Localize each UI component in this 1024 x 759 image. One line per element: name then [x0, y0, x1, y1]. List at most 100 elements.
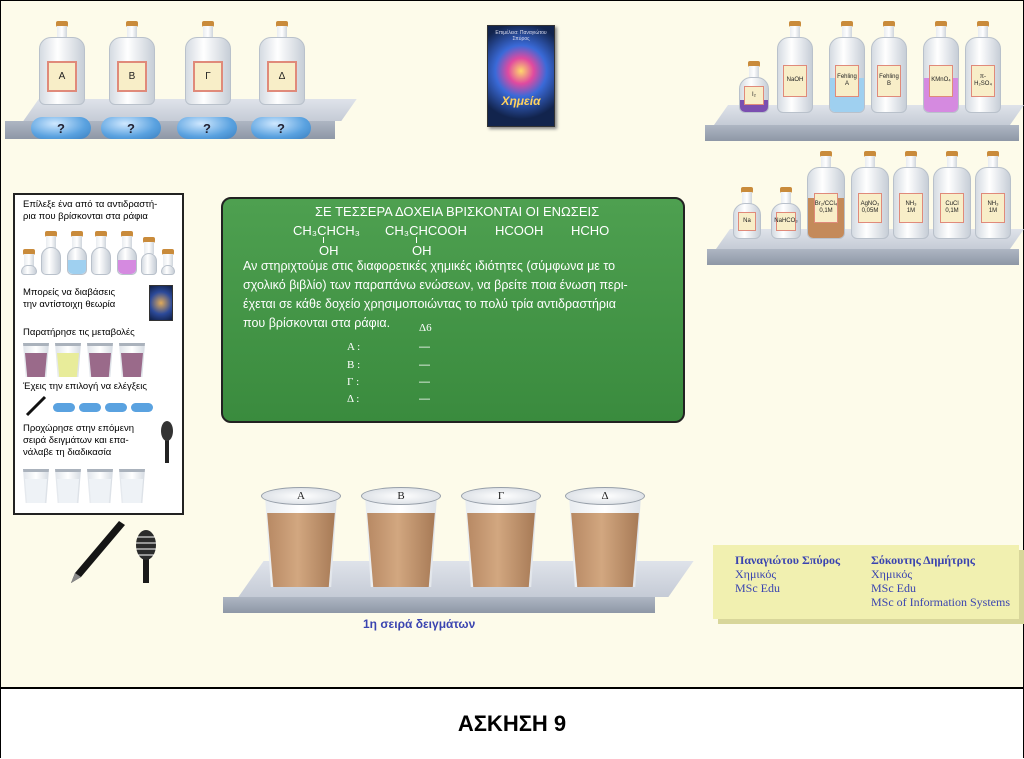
reagent-na[interactable]: Na — [733, 187, 761, 239]
delta-label: Δ6 — [419, 322, 432, 334]
step3-text: Παρατήρησε τις μεταβολές — [23, 327, 135, 338]
exercise-title: ΑΣΚΗΣΗ 9 — [1, 687, 1023, 759]
reagent-br2-ccl4-label: Br₂/CCl₄ 0,1M — [813, 193, 839, 224]
paragraph-line-4: που βρίσκονται στα ράφια. — [243, 316, 391, 330]
author2-degree2: MSc of Information Systems — [871, 595, 1010, 609]
reagent-naoh-label: NaOH — [783, 65, 807, 97]
bottle-g-label: Γ — [193, 61, 223, 93]
step1b-text: ρια που βρίσκονται στα ράφια — [23, 211, 148, 222]
step4-text: Έχεις την επιλογή να ελέγξεις — [23, 381, 147, 392]
mini-bottle-row — [21, 227, 175, 279]
step5-text: Προχώρησε στην επόμενη — [23, 423, 134, 434]
question-board: ΣΕ ΤΕΣΣΕΡΑ ΔΟΧΕΙΑ ΒΡΙΣΚΟΝΤΑΙ ΟΙ ΕΝΩΣΕΙΣ … — [221, 197, 685, 423]
mini-cup-3 — [87, 343, 113, 377]
compound-2: CH₃CHCOOH — [385, 223, 467, 238]
mini-empty-cup-2 — [55, 469, 81, 503]
paragraph-line-2: σχολικό βιβλίο) των παραπάνω ενώσεων, να… — [243, 278, 628, 292]
answer-pill-b[interactable]: ? — [101, 117, 161, 139]
shelf-right-1-front — [705, 125, 1019, 141]
step2b-text: την αντίστοιχη θεωρία — [23, 299, 116, 310]
reagent-nh3-a[interactable]: NH₃ 1M — [893, 151, 929, 239]
paragraph-line-3: έχεται σε κάθε δοχείο χρησιμοποιώντας το… — [243, 297, 617, 311]
reagent-nahco3[interactable]: NaHCO₃ — [771, 187, 801, 239]
sample-cup-b[interactable]: Β — [361, 487, 441, 587]
sample-cup-d-label: Δ — [565, 487, 645, 505]
answer-label-a: Α : — [347, 341, 361, 353]
answer-pill-a[interactable]: ? — [31, 117, 91, 139]
author2-role: Χημικός — [871, 567, 913, 581]
reagent-kmno4[interactable]: KMnO₄ — [923, 21, 959, 113]
answer-pill-g[interactable]: ? — [177, 117, 237, 139]
sample-cup-a[interactable]: Α — [261, 487, 341, 587]
mini-empty-cup-4 — [119, 469, 145, 503]
answer-label-g: Γ : — [347, 376, 360, 388]
sample-cup-a-label: Α — [261, 487, 341, 505]
mini-pen-icon — [25, 395, 47, 417]
authors-box: Παναγιώτου Σπύρος Χημικός MSc Edu Σόκουτ… — [713, 545, 1019, 619]
answer-value-a[interactable]: — — [419, 341, 430, 353]
reagent-fehling-a[interactable]: Fehling A — [829, 21, 865, 113]
reagent-fehling-b[interactable]: Fehling B — [871, 21, 907, 113]
brush-tool[interactable] — [133, 529, 159, 585]
bottle-g[interactable]: Γ — [185, 21, 231, 105]
instructions-panel: Επίλεξε ένα από τα αντιδραστή- ρια που β… — [13, 193, 184, 515]
reagent-cucl[interactable]: CuCl 0,1M — [933, 151, 971, 239]
reagent-agno3[interactable]: AgNO₃ 0,05M — [851, 151, 889, 239]
reagent-fehling-a-label: Fehling A — [835, 65, 859, 97]
reagent-i2[interactable]: I₂ — [739, 61, 769, 113]
mini-book-icon — [149, 285, 173, 321]
bottle-d[interactable]: Δ — [259, 21, 305, 105]
bottle-a-label: Α — [47, 61, 77, 93]
author1-name: Παναγιώτου Σπύρος — [735, 553, 841, 567]
author2-name: Σόκουτης Δημήτρης — [871, 553, 975, 567]
step5b-text: σειρά δειγμάτων και επα- — [23, 435, 129, 446]
board-heading: ΣΕ ΤΕΣΣΕΡΑ ΔΟΧΕΙΑ ΒΡΙΣΚΟΝΤΑΙ ΟΙ ΕΝΩΣΕΙΣ — [315, 204, 600, 219]
reagent-nh3-a-label: NH₃ 1M — [899, 193, 923, 224]
book-title: Χημεία — [501, 94, 541, 108]
reagent-nahco3-label: NaHCO₃ — [774, 211, 798, 231]
reagent-naoh[interactable]: NaOH — [777, 21, 813, 113]
step5c-text: νάλαβε τη διαδικασία — [23, 447, 112, 458]
reagent-br2-ccl4[interactable]: Br₂/CCl₄ 0,1M — [807, 151, 845, 239]
oh-group-1: OH — [319, 243, 339, 258]
answer-label-d: Δ : — [347, 393, 360, 405]
pen-icon — [71, 521, 125, 583]
theory-book[interactable]: Επιμέλεια: Παναγιώτου Σπύρος Χημεία — [487, 25, 555, 127]
author1-role: Χημικός — [735, 567, 777, 581]
answer-label-b: Β : — [347, 359, 361, 371]
reagent-nh3-b[interactable]: NH₃ 1M — [975, 151, 1011, 239]
pen-tool[interactable] — [67, 515, 125, 585]
compound-3: HCOOH — [495, 223, 544, 238]
mini-brush-icon — [159, 421, 175, 465]
reagent-i2-label: I₂ — [744, 85, 764, 105]
reagent-h2so4-label: π- H₂SO₄ — [971, 65, 995, 97]
bond-line-1 — [323, 237, 324, 243]
mini-cup-1 — [23, 343, 49, 377]
sample-cup-g[interactable]: Γ — [461, 487, 541, 587]
bottle-d-label: Δ — [267, 61, 297, 93]
compound-1: CH₃CHCH₃ — [293, 223, 360, 238]
bottle-a[interactable]: Α — [39, 21, 85, 105]
mini-empty-cup-1 — [23, 469, 49, 503]
reagent-h2so4[interactable]: π- H₂SO₄ — [965, 21, 1001, 113]
answer-value-d[interactable]: — — [419, 393, 430, 405]
answer-value-g[interactable]: — — [419, 376, 430, 388]
paragraph-line-1: Αν στηριχτούμε στις διαφορετικές χημικές… — [243, 259, 616, 273]
shelf-right-2-front — [707, 249, 1019, 265]
author1-degree: MSc Edu — [735, 581, 780, 595]
bond-line-2 — [416, 237, 417, 243]
sample-cup-b-label: Β — [361, 487, 441, 505]
mini-empty-cup-3 — [87, 469, 113, 503]
reagent-kmno4-label: KMnO₄ — [929, 65, 953, 97]
brush-icon — [136, 530, 156, 583]
book-author: Επιμέλεια: Παναγιώτου Σπύρος — [495, 30, 547, 42]
reagent-cucl-label: CuCl 0,1M — [939, 193, 965, 224]
bottle-b[interactable]: Β — [109, 21, 155, 105]
answer-value-b[interactable]: — — [419, 359, 430, 371]
mini-cup-2 — [55, 343, 81, 377]
sample-cup-g-label: Γ — [461, 487, 541, 505]
answer-pill-d[interactable]: ? — [251, 117, 311, 139]
author2-degree: MSc Edu — [871, 581, 916, 595]
sample-cup-d[interactable]: Δ — [565, 487, 645, 587]
bottle-b-label: Β — [117, 61, 147, 93]
